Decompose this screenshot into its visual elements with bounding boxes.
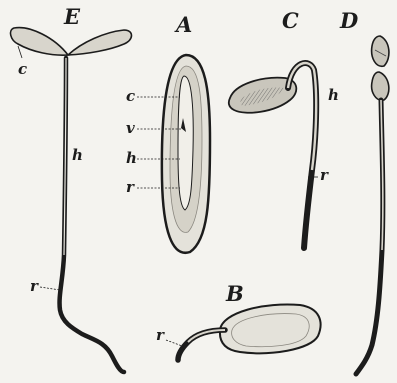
panel-d-drawing <box>356 36 389 374</box>
panel-a-drawing <box>137 55 210 253</box>
panel-label-b: B <box>226 283 244 304</box>
a-label-v: v <box>126 121 135 136</box>
c-label-r: r <box>320 168 328 183</box>
panel-label-a: A <box>176 14 192 35</box>
d-stem <box>356 100 383 374</box>
panel-b-drawing <box>166 304 321 360</box>
e-label-c-leader <box>18 46 22 58</box>
a-label-r: r <box>126 180 134 195</box>
panel-label-d: D <box>340 10 358 31</box>
a-label-h: h <box>126 151 137 166</box>
c-label-h: h <box>328 88 339 103</box>
panel-c-drawing <box>229 63 318 248</box>
b-label-r-leader <box>166 340 182 346</box>
d-bud-top <box>372 36 389 66</box>
e-label-c: c <box>18 62 27 77</box>
e-hypocotyl <box>60 58 124 372</box>
a-label-c: c <box>126 89 135 104</box>
panel-label-e: E <box>64 6 80 27</box>
panel-label-c: C <box>282 10 299 31</box>
b-seed <box>220 304 321 353</box>
d-bud-mid <box>372 72 389 100</box>
e-cotyledon-right <box>68 30 132 55</box>
panel-e-drawing <box>11 28 132 372</box>
e-label-r-leader <box>40 287 60 290</box>
a-embryo <box>178 76 193 210</box>
e-cotyledon-left <box>11 28 68 56</box>
e-label-r: r <box>30 279 38 294</box>
e-label-h: h <box>72 148 83 163</box>
b-label-r: r <box>156 328 164 343</box>
